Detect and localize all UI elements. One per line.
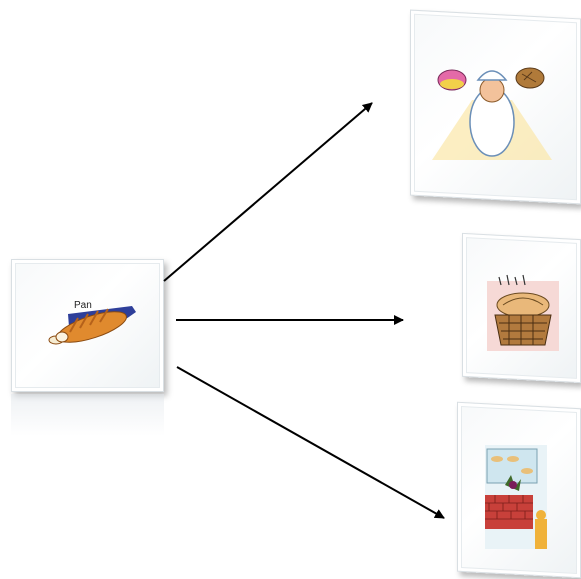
arrow-to-bakery [177, 367, 444, 518]
arrow-to-baker [164, 103, 372, 281]
